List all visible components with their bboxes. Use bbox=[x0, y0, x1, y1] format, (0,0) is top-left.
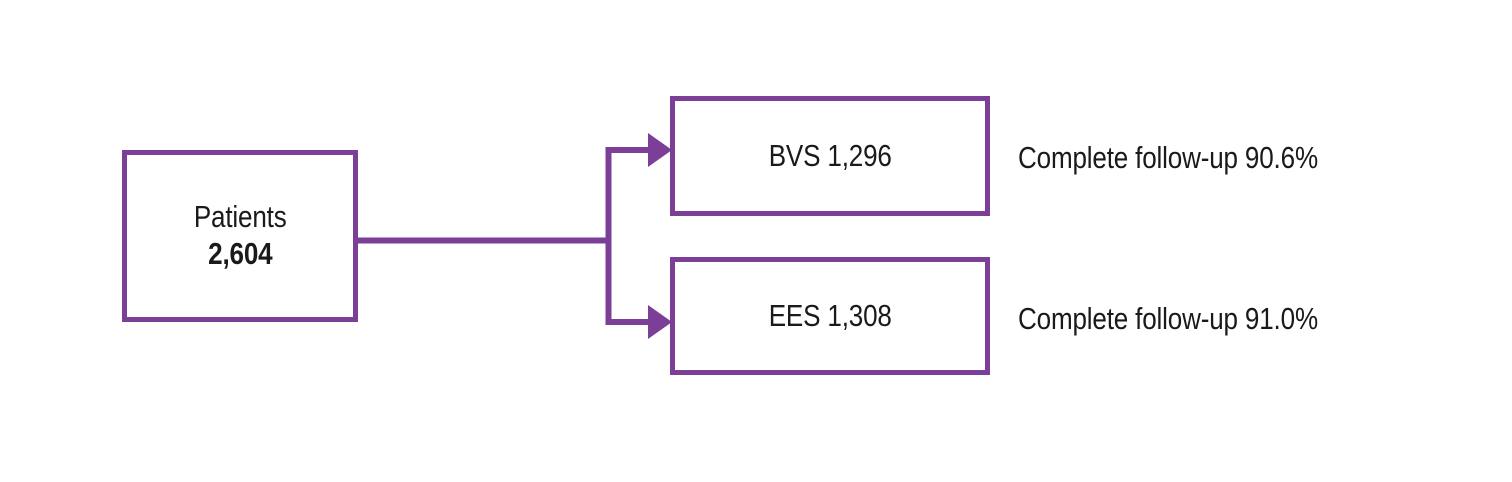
node-bvs[interactable]: BVS 1,296 bbox=[670, 96, 990, 216]
node-patients-count: 2,604 bbox=[207, 236, 273, 271]
arrowhead-right-icon-ees bbox=[648, 305, 672, 339]
annotation-ees-followup: Complete follow-up 91.0% bbox=[1018, 301, 1318, 336]
node-ees-label: EES 1,308 bbox=[768, 297, 892, 333]
node-bvs-label: BVS 1,296 bbox=[768, 137, 892, 173]
node-patients[interactable]: Patients 2,604 bbox=[122, 150, 358, 322]
arrowhead-right-icon-bvs bbox=[648, 133, 672, 167]
node-ees[interactable]: EES 1,308 bbox=[670, 257, 990, 375]
annotation-bvs-followup: Complete follow-up 90.6% bbox=[1018, 140, 1318, 175]
node-patients-label: Patients bbox=[193, 199, 287, 235]
